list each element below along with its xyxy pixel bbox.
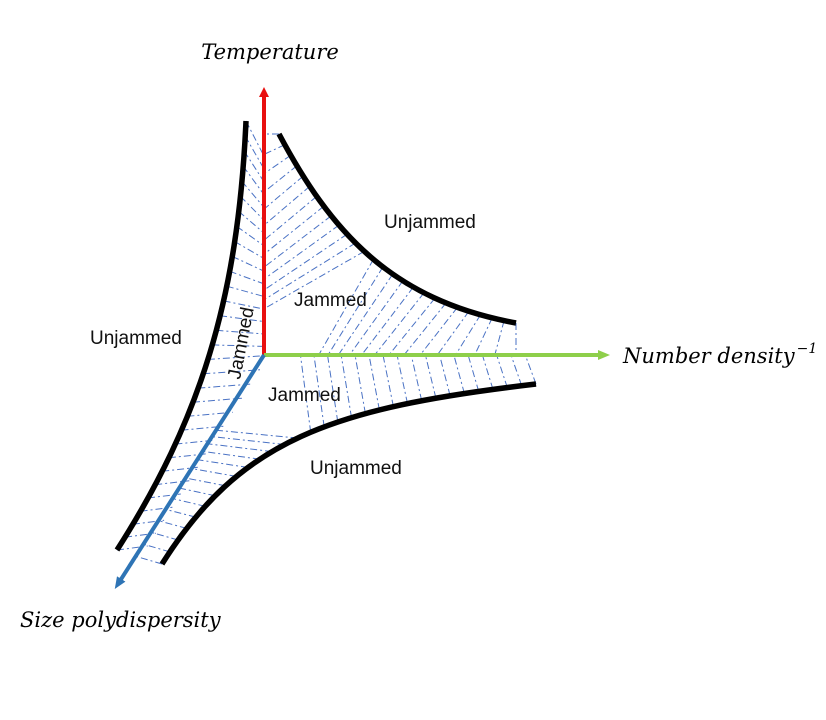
hatch-line (206, 443, 273, 453)
hatch-line (232, 255, 265, 272)
hatch-line (214, 429, 298, 439)
hatch-line (419, 307, 458, 356)
hatch-line (368, 356, 380, 411)
hatch-line (318, 259, 374, 356)
jammed-label-top: Jammed (294, 290, 367, 311)
hatch-line (263, 233, 348, 291)
hatch-line (223, 300, 265, 310)
hatch-line (147, 493, 181, 499)
hatch-line (494, 320, 505, 356)
hatch-line (212, 344, 265, 347)
hatch-line (403, 302, 447, 356)
unjammed-label-top-right: Unjammed (384, 212, 476, 233)
hatch-line (234, 241, 265, 259)
hatch-line (263, 144, 286, 155)
hatch-line (354, 356, 366, 414)
hatch-line (263, 175, 304, 210)
hatch-line (198, 383, 251, 389)
hatch-line (171, 497, 206, 507)
hatch-line (244, 135, 265, 170)
hatch-line (468, 356, 480, 392)
hatch-line (263, 165, 298, 193)
hatch-line (155, 480, 190, 486)
hatch-line (157, 519, 187, 529)
jammed-region-hatching (116, 120, 537, 565)
hatch-line (238, 211, 265, 234)
hatch-line (263, 196, 318, 241)
hatch-line (474, 317, 493, 356)
hatch-line (511, 356, 523, 386)
hatch-line (300, 356, 312, 433)
hatch-line (374, 292, 425, 356)
hatch-line (226, 285, 265, 297)
hatch-line (236, 226, 265, 247)
jammed-label-bottom: Jammed (268, 385, 341, 406)
hatch-line (425, 356, 437, 399)
hatch-line (361, 286, 414, 356)
hatch-line (203, 369, 261, 375)
hatch-line (164, 508, 196, 518)
hatch-line (349, 280, 404, 356)
hatch-line (525, 356, 537, 385)
hatch-line (388, 297, 436, 356)
hatch-line (220, 315, 265, 323)
hatch-line (263, 215, 332, 268)
number-density-exponent: −1 (797, 341, 818, 357)
hatch-line (482, 356, 494, 390)
hatch-line (263, 242, 356, 301)
number-density-label-text: Number density (622, 344, 796, 368)
hatch-line (241, 181, 265, 208)
jamming-boundary-top-right (276, 132, 517, 326)
size-polydispersity-axis (114, 353, 266, 590)
hatch-line (162, 466, 198, 472)
hatch-line (341, 356, 352, 418)
hatch-line (263, 250, 365, 310)
temperature-axis-label: Temperature (201, 40, 339, 64)
hatch-line (243, 150, 265, 183)
hatch-line (263, 224, 340, 280)
hatch-line (149, 531, 179, 541)
hatch-line (142, 543, 171, 553)
hatch-line (245, 120, 265, 157)
hatch-line (411, 356, 423, 401)
hatch-line (397, 356, 408, 404)
hatch-line (496, 356, 508, 388)
hatch-line (210, 436, 285, 445)
hatch-line (190, 467, 237, 477)
hatch-line (453, 356, 465, 394)
hatch-line (327, 356, 339, 423)
jamming-boundary-bottom (159, 381, 537, 566)
hatch-line (263, 154, 291, 175)
unjammed-label-bottom: Unjammed (310, 458, 402, 479)
hatch-line (327, 266, 384, 356)
hatch-line (196, 459, 248, 468)
hatch-line (207, 354, 270, 360)
hatch-line (242, 166, 265, 195)
hatch-line (455, 314, 481, 356)
hatch-line (436, 311, 470, 356)
hatch-line (263, 205, 325, 255)
hatch-line (337, 273, 394, 356)
hatch-line (201, 450, 260, 460)
hatch-line (178, 487, 216, 497)
hatch-line (229, 270, 265, 285)
hatch-line (240, 196, 265, 221)
number-density-axis-label: Number density−1 (622, 341, 817, 368)
jamming-boundary-left (114, 120, 249, 552)
size-polydispersity-axis-label: Size polydispersity (20, 608, 222, 632)
hatch-line (134, 555, 163, 565)
hatch-line (263, 185, 311, 226)
hatch-line (313, 356, 325, 427)
unjammed-label-left: Unjammed (90, 328, 182, 349)
hatch-line (184, 477, 226, 487)
hatch-line (382, 356, 394, 407)
hatch-line (439, 356, 451, 396)
